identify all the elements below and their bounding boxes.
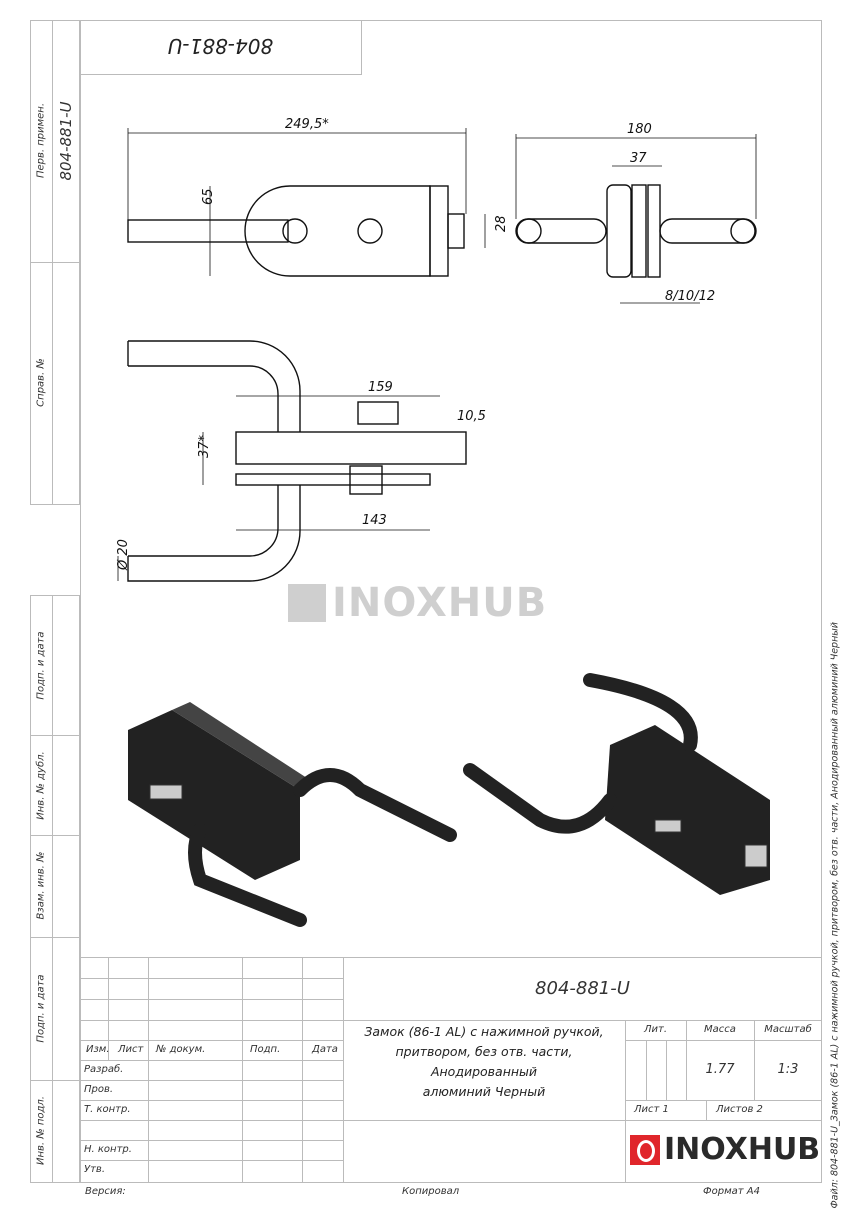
iso-view-left xyxy=(128,702,457,927)
top-dimensions xyxy=(515,134,757,304)
side-view xyxy=(127,340,467,582)
dim-length-159: 159 xyxy=(368,380,393,395)
label-lit: Лит. xyxy=(643,1024,668,1035)
label-podp-data-2: Подп. и дата xyxy=(35,974,47,1043)
role-n-kontr: Н. контр. xyxy=(84,1144,132,1155)
iso-view-right xyxy=(463,673,770,895)
dim-height-65: 65 xyxy=(201,188,216,205)
dim-width-37: 37 xyxy=(630,151,647,166)
role-utv: Утв. xyxy=(84,1164,105,1175)
dim-offset-10-5: 10,5 xyxy=(457,409,486,424)
footer-version: Версия: xyxy=(85,1186,126,1197)
technical-drawing: 249,5* 65 28 180 37 8/10/12 159 10,5 37*… xyxy=(116,117,770,927)
front-view xyxy=(127,185,465,277)
logo-mark-icon xyxy=(630,1134,660,1165)
logo-mark-icon xyxy=(288,584,326,622)
value-masshtab: 1:3 xyxy=(777,1062,799,1077)
sheet-count: Листов 2 xyxy=(716,1104,763,1115)
role-prov: Пров. xyxy=(84,1084,114,1095)
title-description: Замок (86-1 AL) с нажимной ручкой, притв… xyxy=(364,1024,604,1099)
front-dimensions xyxy=(127,128,486,276)
value-massa: 1.77 xyxy=(705,1062,735,1077)
side-dimensions xyxy=(117,395,440,581)
company-logo: INOXHUB xyxy=(630,1132,820,1167)
label-inv-podl: Инв. № подл. xyxy=(35,1096,47,1165)
role-razrab: Разраб. xyxy=(84,1064,124,1075)
dim-glass-thickness: 8/10/12 xyxy=(665,289,715,304)
sheet-number: Лист 1 xyxy=(634,1104,669,1115)
header-n-dokum: № докум. xyxy=(156,1044,206,1055)
dim-length-143: 143 xyxy=(362,513,387,528)
header-izm: Изм. xyxy=(86,1044,110,1055)
dim-overall-length: 249,5* xyxy=(285,117,329,132)
dim-width-28: 28 xyxy=(494,215,509,232)
role-t-kontr: Т. контр. xyxy=(84,1104,131,1115)
dim-width-180: 180 xyxy=(627,122,652,137)
top-view xyxy=(515,184,757,278)
title-designation: 804-881-U xyxy=(535,978,630,999)
dim-diameter-20: Ø 20 xyxy=(116,539,131,571)
dim-gap-37: 37* xyxy=(197,434,212,458)
label-masshtab: Масштаб xyxy=(764,1024,812,1035)
header-podp: Подп. xyxy=(250,1044,281,1055)
header-data: Дата xyxy=(312,1044,338,1055)
watermark-logo: INOXHUB xyxy=(288,580,547,626)
drawing-frame xyxy=(80,20,822,1183)
side-file-label: Файл: 804-881-U_Замок (86-1 AL) с нажимн… xyxy=(829,622,841,1209)
header-list: Лист xyxy=(118,1044,144,1055)
label-massa: Масса xyxy=(704,1024,736,1035)
footer-format: Формат A4 xyxy=(703,1186,760,1197)
top-designation-box: 804-881-U xyxy=(80,20,362,75)
footer-copied: Копировал xyxy=(402,1186,460,1197)
